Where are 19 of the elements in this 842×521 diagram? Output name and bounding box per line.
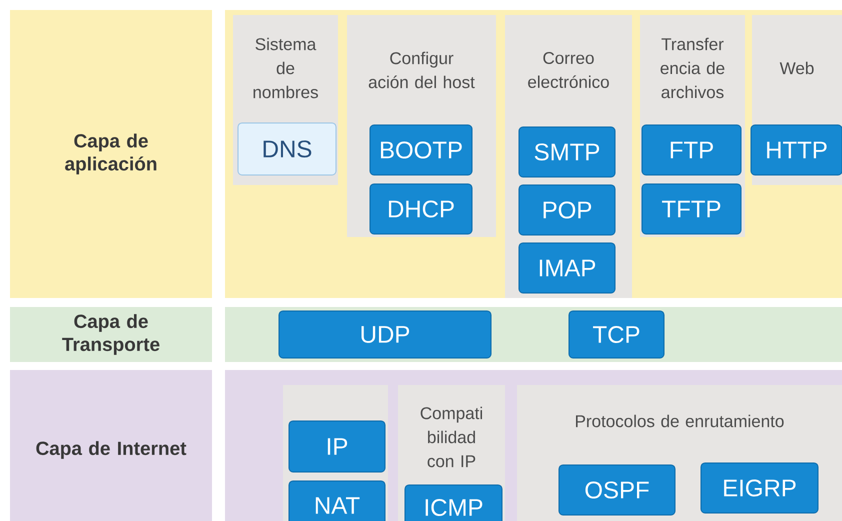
protocol-button: TFTP [642, 184, 742, 234]
protocol-button: SMTP [518, 126, 616, 178]
protocol-button: OSPF [558, 464, 676, 516]
layer-label: Capa de Internet [10, 370, 212, 521]
protocol-button: DHCP [370, 184, 472, 234]
layer-label: Capa de Transporte [10, 307, 212, 362]
protocol-button: EIGRP [700, 462, 818, 514]
protocol-button: TCP [568, 310, 664, 358]
protocol-button: NAT [288, 480, 386, 521]
protocol-button: IMAP [518, 242, 616, 294]
protocol-button: UDP [278, 310, 492, 358]
protocol-button: BOOTP [370, 124, 472, 176]
protocol-button: FTP [642, 124, 742, 176]
protocol-button: DNS [238, 122, 336, 176]
protocol-button: IP [288, 420, 386, 472]
protocol-button: ICMP [404, 484, 502, 521]
protocol-button: HTTP [750, 124, 842, 176]
layer-label: Capa de aplicación [10, 10, 212, 298]
protocol-button: POP [518, 184, 616, 236]
